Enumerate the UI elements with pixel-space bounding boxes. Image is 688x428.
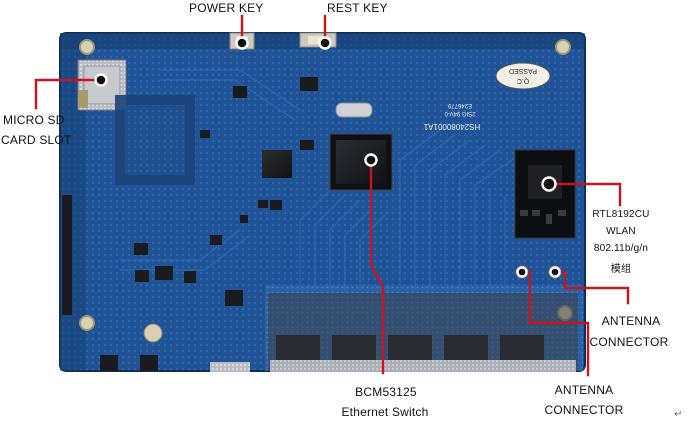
label-wlan-line2: WLAN — [606, 226, 636, 237]
label-antenna2-line1: ANTENNA — [554, 383, 614, 397]
pcb-silkscreen: HS24080001A1 2SIG 94V-0 E246779 — [423, 102, 480, 131]
marker-power-key — [235, 36, 249, 50]
label-micro-sd-line2: CARD SLOT — [1, 133, 72, 147]
marker-antenna1 — [549, 266, 561, 278]
label-wlan-line1: RTL8192CU — [592, 209, 650, 220]
callout-wlan — [550, 182, 622, 207]
qc-stamp-line1: Q.C — [517, 77, 529, 84]
bcm53125-chip — [329, 133, 393, 191]
corner-return-mark: ↵ — [674, 409, 683, 420]
wlan-module — [514, 149, 576, 239]
callout-micro-sd — [34, 78, 98, 110]
marker-antenna2 — [516, 266, 528, 278]
marker-switch — [364, 153, 378, 167]
qc-passed-stamp: Q.C PASSED — [495, 62, 551, 90]
left-headers — [62, 195, 250, 372]
label-wlan-line3: 802.11b/g/n — [593, 243, 649, 254]
qc-stamp-line2: PASSED — [509, 67, 537, 74]
small-components — [134, 77, 318, 306]
label-rest-key: REST KEY — [327, 1, 388, 15]
soc-area — [115, 95, 195, 185]
marker-circles — [94, 36, 561, 278]
label-switch-line2: Ethernet Switch — [341, 405, 429, 419]
label-antenna2-line2: CONNECTOR — [544, 403, 624, 417]
pcb-traces — [120, 69, 513, 290]
label-micro-sd-line1: MICRO SD — [3, 113, 65, 127]
buzzer — [143, 323, 163, 343]
pcb-code-text: E246779 — [447, 102, 472, 108]
pcb-id-text: HS24080001A1 — [423, 122, 480, 131]
pcb-rev-text: 2SIG 94V-0 — [444, 110, 476, 116]
label-antenna1-line2: CONNECTOR — [589, 335, 669, 349]
callout-antenna1 — [553, 270, 630, 305]
callout-switch — [369, 158, 385, 375]
ethernet-ports — [268, 293, 578, 372]
marker-rest-key — [318, 36, 332, 50]
callout-lines — [34, 14, 630, 377]
crystal-oscillator — [335, 102, 373, 118]
label-wlan-line4: 模组 — [610, 264, 632, 275]
label-antenna1-line1: ANTENNA — [601, 314, 661, 328]
marker-wlan — [541, 176, 557, 192]
label-switch-line1: BCM53125 — [355, 385, 417, 399]
marker-micro-sd — [94, 73, 108, 87]
label-power-key: POWER KEY — [189, 1, 264, 15]
